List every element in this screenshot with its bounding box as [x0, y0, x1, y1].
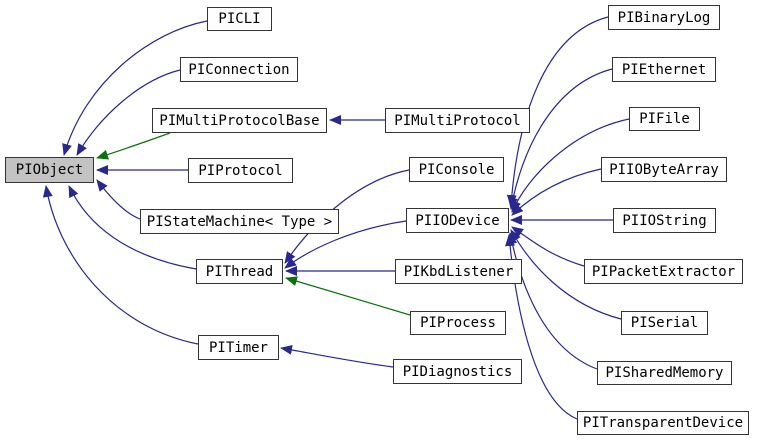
class-node-piiobytearray[interactable]: PIIOByteArray — [601, 157, 727, 182]
inheritance-edge-piconnection-to-piobject — [76, 69, 181, 156]
class-node-pistatemachine[interactable]: PIStateMachine< Type > — [140, 209, 339, 234]
class-node-pitransparentdevice[interactable]: PITransparentDevice — [577, 411, 749, 435]
class-node-pitimer[interactable]: PITimer — [198, 335, 279, 360]
class-node-picli[interactable]: PICLI — [207, 7, 272, 31]
class-node-pipacketextractor[interactable]: PIPacketExtractor — [584, 259, 743, 284]
inheritance-edge-pipacketextractor-to-piiodevice — [511, 226, 585, 267]
class-node-pimultiprotocolbase[interactable]: PIMultiProtocolBase — [152, 108, 327, 133]
class-node-piiodevice[interactable]: PIIODevice — [406, 208, 509, 233]
inheritance-edge-piserial-to-piiodevice — [510, 229, 622, 320]
class-node-pithread[interactable]: PIThread — [196, 259, 283, 284]
class-node-pimultiprotocol[interactable]: PIMultiProtocol — [385, 108, 530, 133]
class-node-pikbdlistener[interactable]: PIKbdListener — [395, 259, 522, 284]
class-node-piconnection[interactable]: PIConnection — [180, 57, 298, 82]
inheritance-edge-pibinarylog-to-piiodevice — [506, 16, 609, 207]
inheritance-edge-pidiagnostics-to-pitimer — [280, 344, 394, 368]
class-node-piobject: PIObject — [5, 157, 94, 183]
inheritance-edge-piprocess-to-pithread — [285, 276, 411, 316]
class-node-piethernet[interactable]: PIEthernet — [612, 57, 716, 82]
inheritance-edge-pimultiprotocolbase-to-piobject — [96, 132, 171, 160]
class-node-piiostring[interactable]: PIIOString — [613, 208, 716, 233]
class-node-piprotocol[interactable]: PIProtocol — [188, 158, 293, 183]
inheritance-edge-piiodevice-to-pithread — [284, 220, 407, 269]
inheritance-edge-pistatemachine-to-piobject — [96, 179, 141, 220]
class-node-piprocess[interactable]: PIProcess — [410, 311, 506, 335]
class-node-pibinarylog[interactable]: PIBinaryLog — [608, 5, 720, 30]
inheritance-edge-pitimer-to-piobject — [42, 185, 199, 345]
class-node-pidiagnostics[interactable]: PIDiagnostics — [393, 359, 522, 384]
inheritance-edge-pithread-to-piobject — [68, 185, 197, 270]
class-node-pisharedmemory[interactable]: PISharedMemory — [597, 361, 732, 385]
inheritance-edge-pifile-to-piiodevice — [511, 118, 630, 213]
inheritance-edge-pisharedmemory-to-piiodevice — [507, 232, 598, 370]
inheritance-edge-piiobytearray-to-piiodevice — [511, 168, 602, 216]
inheritance-edge-picli-to-piobject — [62, 20, 208, 156]
class-node-piserial[interactable]: PISerial — [621, 311, 708, 335]
inheritance-edge-piethernet-to-piiodevice — [507, 68, 613, 210]
class-node-pifile[interactable]: PIFile — [629, 107, 700, 131]
class-node-piconsole[interactable]: PIConsole — [409, 157, 504, 182]
